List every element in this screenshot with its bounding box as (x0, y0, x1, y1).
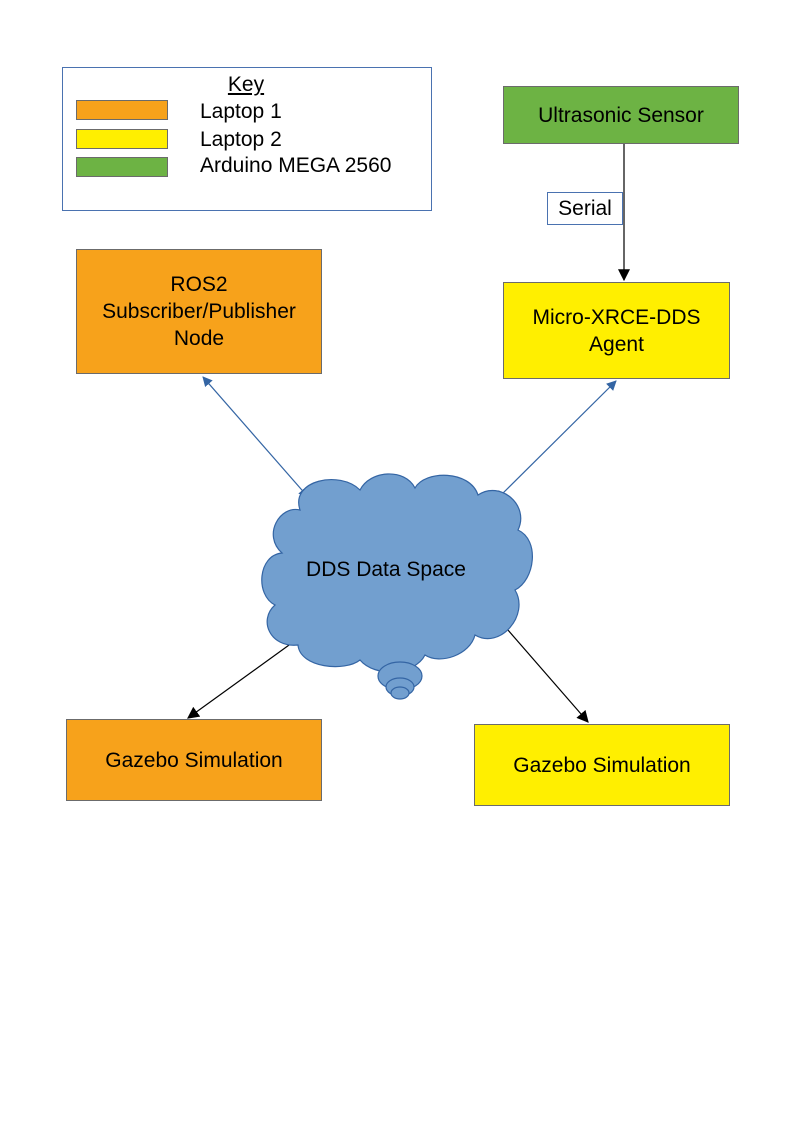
gazebo-sim-laptop2-label: Gazebo Simulation (513, 753, 691, 777)
dds-gazebo2-link (493, 613, 589, 723)
serial-label: Serial (558, 196, 612, 220)
agent-line1: Micro-XRCE-DDS (532, 305, 701, 329)
legend-swatch-arduino (76, 157, 168, 177)
legend-label-laptop1: Laptop 1 (200, 100, 282, 123)
gazebo-sim-laptop1-box: Gazebo Simulation (66, 719, 322, 801)
ultrasonic-sensor-label: Ultrasonic Sensor (538, 103, 704, 127)
serial-label-box: Serial (547, 192, 623, 225)
ros2-node-line1: ROS2 (170, 273, 228, 296)
legend-title: Key (227, 73, 265, 96)
ros2-node-box: ROS2 Subscriber/Publisher Node (76, 249, 322, 374)
agent-dds-link (495, 380, 617, 501)
agent-line2: Agent (589, 332, 644, 356)
legend-swatch-laptop2 (76, 129, 168, 149)
gazebo-sim-laptop2-box: Gazebo Simulation (474, 724, 730, 806)
gazebo-sim-laptop1-label: Gazebo Simulation (105, 748, 283, 772)
legend-label-arduino: Arduino MEGA 2560 (200, 154, 392, 177)
ros2-node-line3: Node (173, 327, 225, 350)
ros2-node-line2: Subscriber/Publisher (102, 300, 296, 323)
dds-cloud-icon (261, 473, 533, 700)
dds-data-space-label: DDS Data Space (306, 558, 466, 581)
legend-label-laptop2: Laptop 2 (200, 128, 282, 151)
legend-swatch-laptop1 (76, 100, 168, 120)
dds-gazebo1-link (187, 639, 297, 719)
ultrasonic-sensor-box: Ultrasonic Sensor (503, 86, 739, 144)
ros2-dds-link (202, 376, 309, 498)
agent-box: Micro-XRCE-DDS Agent (503, 282, 730, 379)
